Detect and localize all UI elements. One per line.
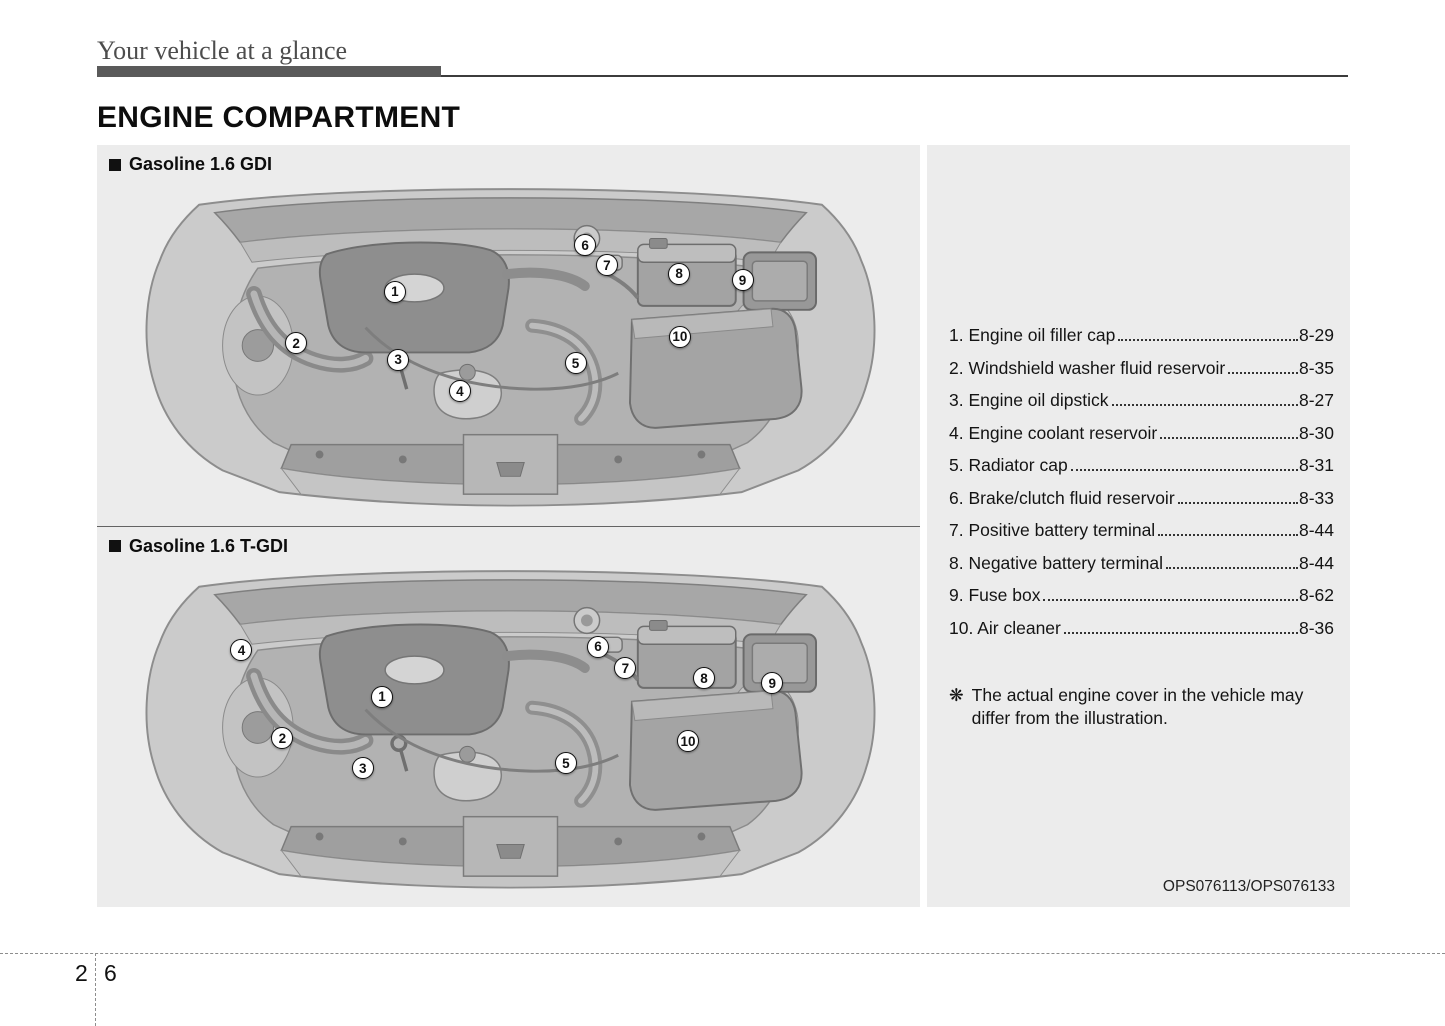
- dot-leader: [1160, 436, 1298, 439]
- legend-item: 8. Negative battery terminal 8-44: [949, 553, 1334, 586]
- dot-leader: [1118, 339, 1298, 341]
- diagram-panel-gdi: Gasoline 1.6 GDI 1 2 3 4 5 6 7 8 9 10: [97, 145, 920, 526]
- legend-item-label: 9. Fuse box: [949, 585, 1041, 605]
- legend-item: 7. Positive battery terminal 8-44: [949, 520, 1334, 553]
- engine-bay-drawing: [109, 561, 912, 893]
- legend-panel: 1. Engine oil filler cap 8-29 2. Windshi…: [927, 145, 1350, 907]
- legend-list: 1. Engine oil filler cap 8-29 2. Windshi…: [949, 325, 1334, 650]
- asterisk-icon: ❋: [949, 685, 964, 705]
- page-title: ENGINE COMPARTMENT: [97, 101, 461, 134]
- legend-item-label: 2. Windshield washer fluid reservoir: [949, 357, 1226, 378]
- engine-bay-illustration-tgdi: 4 1 2 3 5 6 7 8 9 10: [109, 561, 912, 893]
- footer-crop-mark: [95, 953, 96, 1026]
- callout-marker: 7: [595, 254, 618, 277]
- dot-leader: [1158, 534, 1298, 536]
- legend-item-page: 8-29: [1298, 325, 1334, 345]
- engine-bay-drawing: [109, 179, 912, 511]
- callout-marker: 8: [668, 262, 691, 285]
- legend-item-page: 8-33: [1298, 487, 1334, 508]
- panel-label-text: Gasoline 1.6 GDI: [129, 154, 273, 174]
- dot-leader: [1177, 501, 1298, 504]
- legend-item: 4. Engine coolant reservoir 8-30: [949, 423, 1334, 456]
- dot-leader: [1228, 371, 1298, 374]
- panel-label-text: Gasoline 1.6 T-GDI: [129, 535, 289, 556]
- callout-marker: 2: [285, 332, 308, 355]
- legend-item: 5. Radiator cap 8-31: [949, 455, 1334, 488]
- callout-marker: 7: [614, 657, 637, 680]
- legend-item: 10. Air cleaner 8-36: [949, 618, 1334, 651]
- callout-marker: 5: [564, 352, 587, 375]
- engine-bay-illustration-gdi: 1 2 3 4 5 6 7 8 9 10: [109, 179, 912, 511]
- legend-item: 9. Fuse box 8-62: [949, 585, 1334, 618]
- dot-leader: [1111, 404, 1298, 406]
- legend-item: 2. Windshield washer fluid reservoir 8-3…: [949, 358, 1334, 391]
- legend-item-page: 8-36: [1298, 617, 1334, 638]
- dot-leader: [1043, 599, 1298, 601]
- legend-item: 6. Brake/clutch fluid reservoir 8-33: [949, 488, 1334, 521]
- running-title: Your vehicle at a glance: [97, 36, 348, 65]
- legend-item-label: 8. Negative battery terminal: [949, 552, 1163, 573]
- callout-marker: 10: [668, 325, 691, 348]
- figure-area: Gasoline 1.6 GDI 1 2 3 4 5 6 7 8 9 10: [97, 145, 1350, 907]
- legend-item-label: 1. Engine oil filler cap: [949, 325, 1116, 345]
- legend-item-label: 4. Engine coolant reservoir: [949, 422, 1158, 443]
- dot-leader: [1166, 566, 1298, 569]
- callout-marker: 10: [676, 730, 699, 753]
- callout-marker: 3: [351, 757, 374, 779]
- callout-marker: 1: [383, 280, 406, 303]
- legend-item-label: 3. Engine oil dipstick: [949, 390, 1109, 410]
- dot-leader: [1070, 469, 1298, 471]
- legend-item-page: 8-44: [1298, 520, 1334, 540]
- callout-marker: 5: [554, 752, 577, 775]
- legend-item-page: 8-31: [1298, 455, 1334, 475]
- diagram-column: Gasoline 1.6 GDI 1 2 3 4 5 6 7 8 9 10: [97, 145, 920, 907]
- footnote-text: The actual engine cover in the vehicle m…: [971, 685, 1304, 728]
- callout-marker: 4: [448, 380, 471, 403]
- callout-marker: 3: [387, 348, 410, 371]
- callout-marker: 8: [693, 667, 716, 690]
- page-number-page: 6: [104, 960, 117, 986]
- callout-marker: 9: [761, 672, 784, 695]
- legend-item: 1. Engine oil filler cap 8-29: [949, 325, 1334, 358]
- legend-item: 3. Engine oil dipstick 8-27: [949, 390, 1334, 423]
- legend-item-page: 8-35: [1298, 357, 1334, 378]
- panel-label: Gasoline 1.6 T-GDI: [109, 536, 912, 557]
- legend-item-page: 8-30: [1298, 422, 1334, 443]
- callout-marker: 2: [271, 727, 294, 750]
- footnote: ❋ The actual engine cover in the vehicle…: [949, 684, 1334, 730]
- header-rule: [97, 66, 1348, 77]
- legend-item-page: 8-44: [1298, 552, 1334, 573]
- footer-divider: [0, 953, 1445, 954]
- callout-marker: 6: [574, 234, 597, 257]
- callout-marker: 9: [731, 269, 754, 292]
- legend-item-label: 6. Brake/clutch fluid reservoir: [949, 487, 1175, 508]
- legend-item-page: 8-62: [1298, 585, 1334, 605]
- callout-marker: 6: [587, 635, 610, 658]
- legend-item-label: 5. Radiator cap: [949, 455, 1068, 475]
- square-bullet-icon: [109, 540, 121, 552]
- panel-label: Gasoline 1.6 GDI: [109, 154, 912, 175]
- callout-marker: 4: [230, 639, 253, 662]
- header-accent-bar: [97, 66, 441, 77]
- legend-item-page: 8-27: [1298, 390, 1334, 410]
- legend-item-label: 7. Positive battery terminal: [949, 520, 1156, 540]
- legend-item-label: 10. Air cleaner: [949, 617, 1061, 638]
- dot-leader: [1063, 631, 1298, 634]
- square-bullet-icon: [109, 158, 121, 171]
- callout-marker: 1: [371, 685, 394, 708]
- diagram-panel-tgdi: Gasoline 1.6 T-GDI 4 1 2 3 5 6 7 8 9 10: [97, 525, 920, 908]
- page-number-chapter: 2: [75, 960, 88, 986]
- figure-code: OPS076113/OPS076133: [1162, 878, 1335, 895]
